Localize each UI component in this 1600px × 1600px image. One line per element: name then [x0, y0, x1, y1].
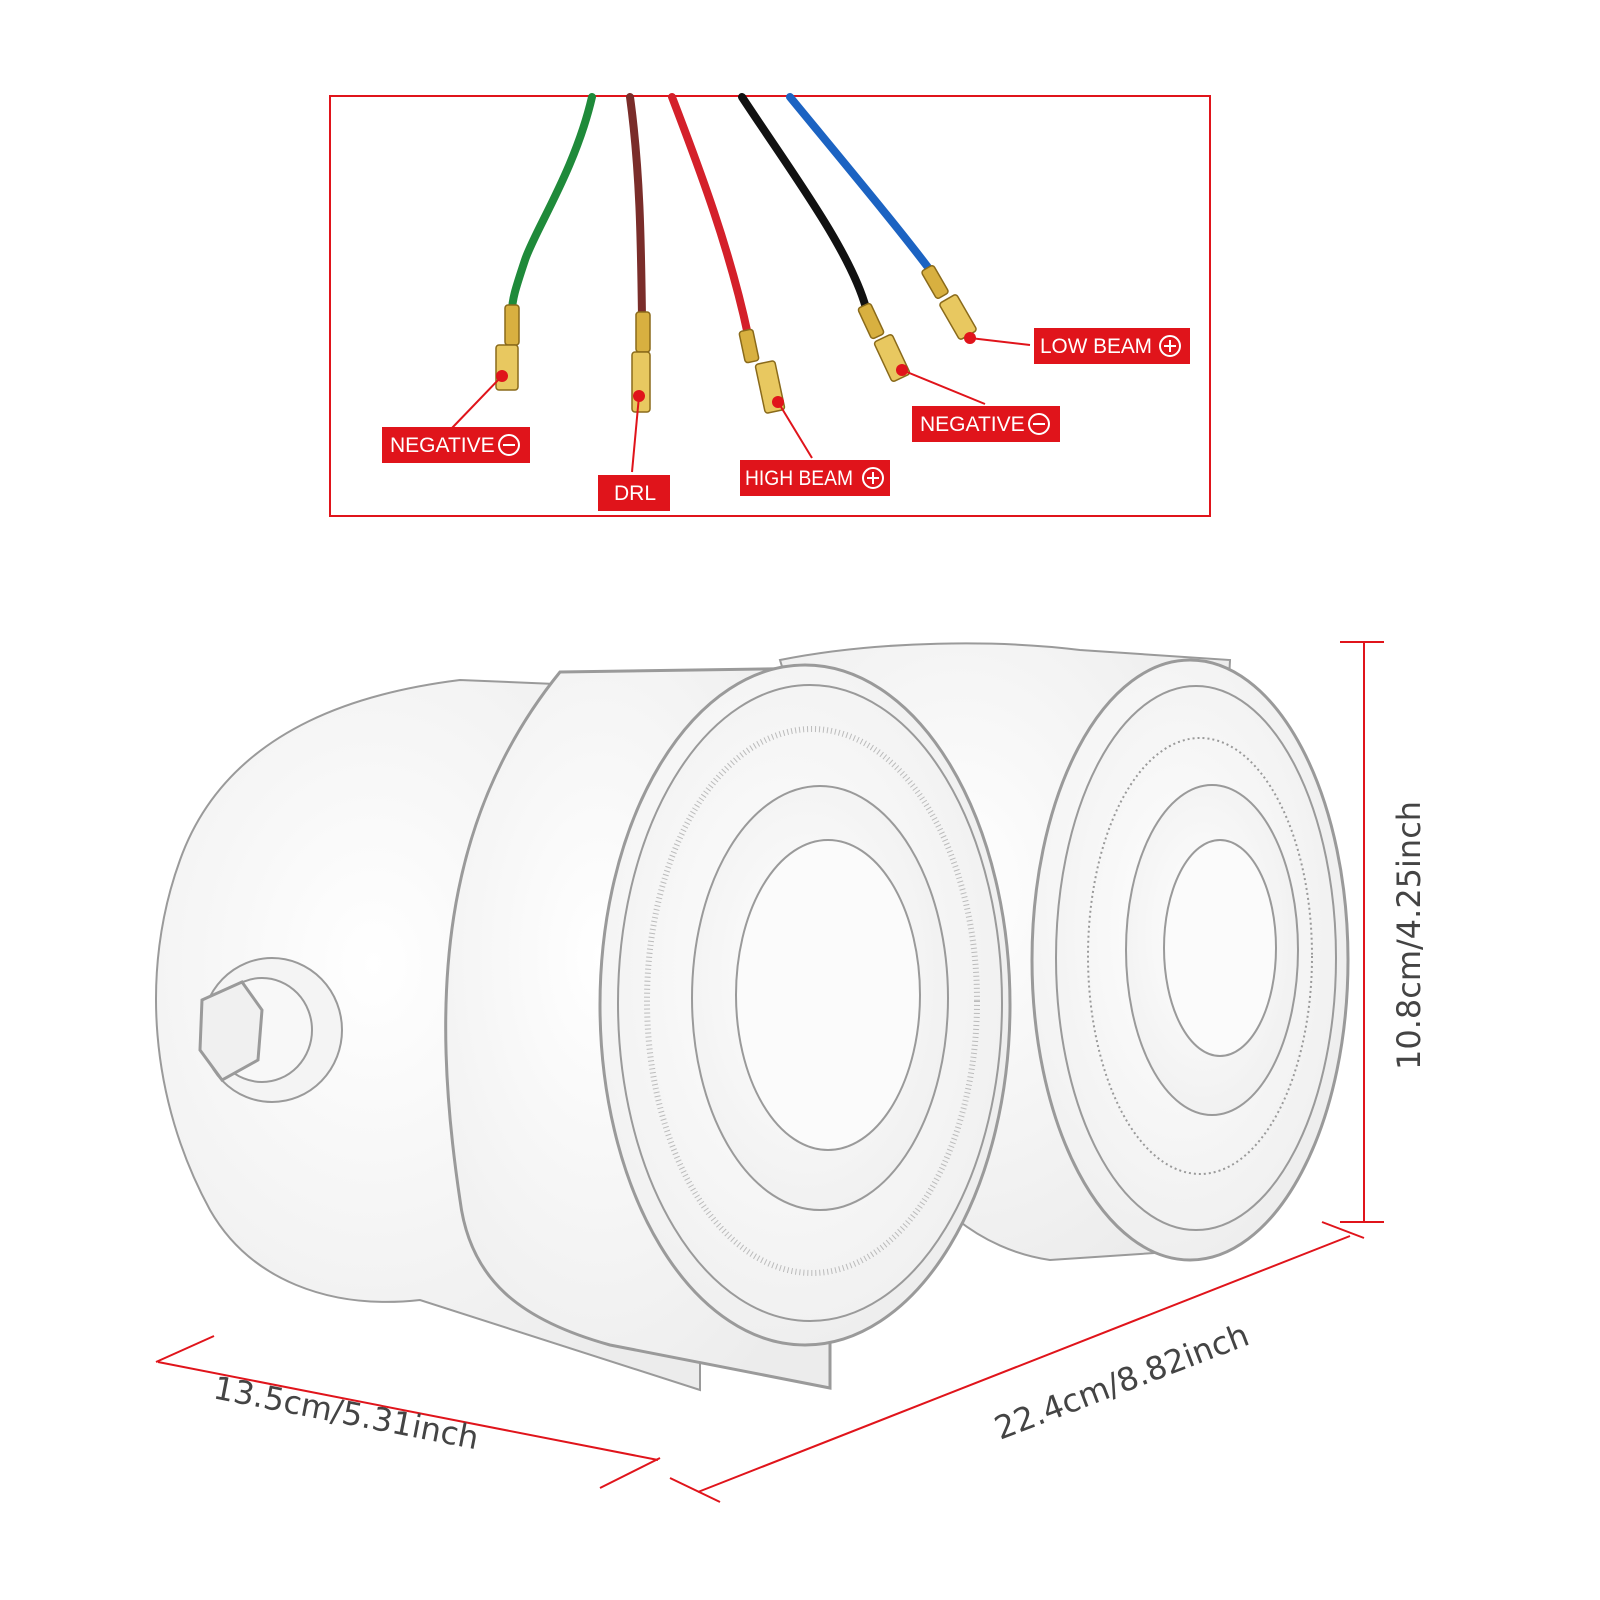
- leader-lines: [451, 337, 1031, 473]
- label-negative-left-text: NEGATIVE: [390, 434, 495, 457]
- mounting-bolt: [198, 957, 343, 1103]
- plus-icon: [862, 467, 884, 489]
- terminal-red: [738, 328, 786, 414]
- plus-icon: [1159, 335, 1181, 357]
- wire-black: [738, 93, 870, 312]
- label-low-beam: LOW BEAM: [1034, 328, 1190, 364]
- label-negative-left: NEGATIVE: [382, 427, 530, 463]
- depth-dimension: 13.5cm/5.31inch: [210, 1369, 481, 1458]
- wiring-panel-frame: [329, 95, 1211, 517]
- wires: [508, 93, 934, 339]
- terminal-brown: [631, 311, 651, 413]
- label-low-beam-text: LOW BEAM: [1040, 335, 1152, 358]
- minus-icon: [1028, 413, 1050, 435]
- wire-blue: [786, 93, 934, 274]
- front-led-ring: [644, 726, 980, 1276]
- wire-red: [668, 93, 752, 339]
- label-negative-right: NEGATIVE: [912, 406, 1060, 442]
- label-negative-right-text: NEGATIVE: [920, 413, 1025, 436]
- label-high-beam-text: HIGH BEAM: [745, 467, 853, 490]
- label-drl-text: DRL: [614, 482, 656, 505]
- wire-brown: [626, 93, 646, 322]
- label-high-beam: HIGH BEAM: [740, 460, 890, 496]
- rear-led-ring: [1087, 737, 1313, 1175]
- width-dimension: 22.4cm/8.82inch: [989, 1316, 1254, 1448]
- minus-icon: [498, 434, 520, 456]
- terminal-blue: [921, 264, 977, 344]
- wire-green: [508, 93, 596, 316]
- dual-headlight-image: [155, 642, 1350, 1392]
- front-lamp: [155, 663, 1012, 1392]
- height-dimension: 10.8cm/4.25inch: [1390, 801, 1428, 1070]
- label-drl: DRL: [598, 475, 670, 511]
- terminal-black: [857, 302, 911, 382]
- dimension-lines: [155, 641, 1384, 1503]
